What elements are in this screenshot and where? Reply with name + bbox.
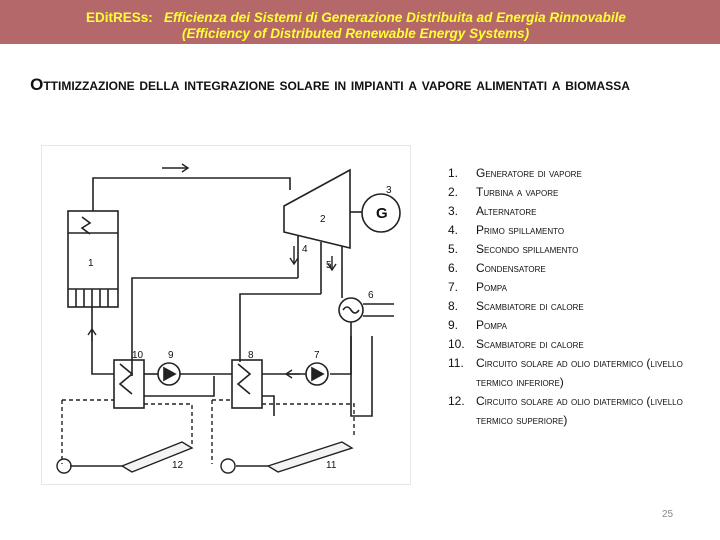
legend-item: 9.Pompa xyxy=(448,318,507,332)
label-8: 8 xyxy=(248,350,254,361)
legend-item: 7.Pompa xyxy=(448,280,507,294)
label-10: 10 xyxy=(132,350,144,361)
steam-turbine xyxy=(283,168,351,250)
legend-item: 10.Scambiatore di calore xyxy=(448,337,584,351)
legend-item: 8.Scambiatore di calore xyxy=(448,299,584,313)
legend-item: 5.Secondo spillamento xyxy=(448,242,579,256)
label-7: 7 xyxy=(314,350,320,361)
label-1: 1 xyxy=(88,258,94,269)
brand-label: EDitRESs: xyxy=(86,10,153,25)
legend-item: 6.Condensatore xyxy=(448,261,546,275)
solar-collector-11 xyxy=(266,441,354,473)
solar-collector-12 xyxy=(120,441,194,473)
label-12: 12 xyxy=(172,460,184,471)
legend-item: 4.Primo spillamento xyxy=(448,223,565,237)
heat-exchanger-10 xyxy=(113,359,145,409)
page-number: 25 xyxy=(662,509,674,520)
label-5: 5 xyxy=(326,260,332,271)
legend-item: 11.Circuito solare ad olio diatermico (l… xyxy=(448,356,683,389)
label-4: 4 xyxy=(302,244,308,255)
label-11: 11 xyxy=(326,460,337,471)
legend-item: 2.Turbina a vapore xyxy=(448,185,559,199)
alternator xyxy=(361,193,401,233)
label-9: 9 xyxy=(168,350,174,361)
component-legend: 1.Generatore di vapore 2.Turbina a vapor… xyxy=(448,164,698,430)
header-title-english: (Efficiency of Distributed Renewable Ene… xyxy=(182,26,530,41)
header-title-italian: Efficienza dei Sistemi di Generazione Di… xyxy=(164,10,626,25)
solar-pump-12 xyxy=(56,458,72,474)
solar-pump-11 xyxy=(220,458,236,474)
label-6: 6 xyxy=(368,290,374,301)
label-generator: G xyxy=(376,205,388,222)
legend-item: 1.Generatore di vapore xyxy=(448,166,582,180)
heat-exchanger-8 xyxy=(231,359,263,409)
plant-schematic: 1 2 3 G 4 5 6 7 8 9 10 11 12 xyxy=(56,163,401,474)
legend-item: 12.Circuito solare ad olio diatermico (l… xyxy=(448,394,683,427)
slide-title: Ottimizzazione della integrazione solare… xyxy=(30,75,630,94)
label-3: 3 xyxy=(386,185,392,196)
header-banner: EDitRESs: Efficienza dei Sistemi di Gene… xyxy=(0,0,720,44)
legend-item: 3.Alternatore xyxy=(448,204,537,218)
plant-diagram: 1 2 3 G 4 5 6 7 8 9 10 11 12 xyxy=(42,146,410,484)
label-2: 2 xyxy=(320,214,326,225)
